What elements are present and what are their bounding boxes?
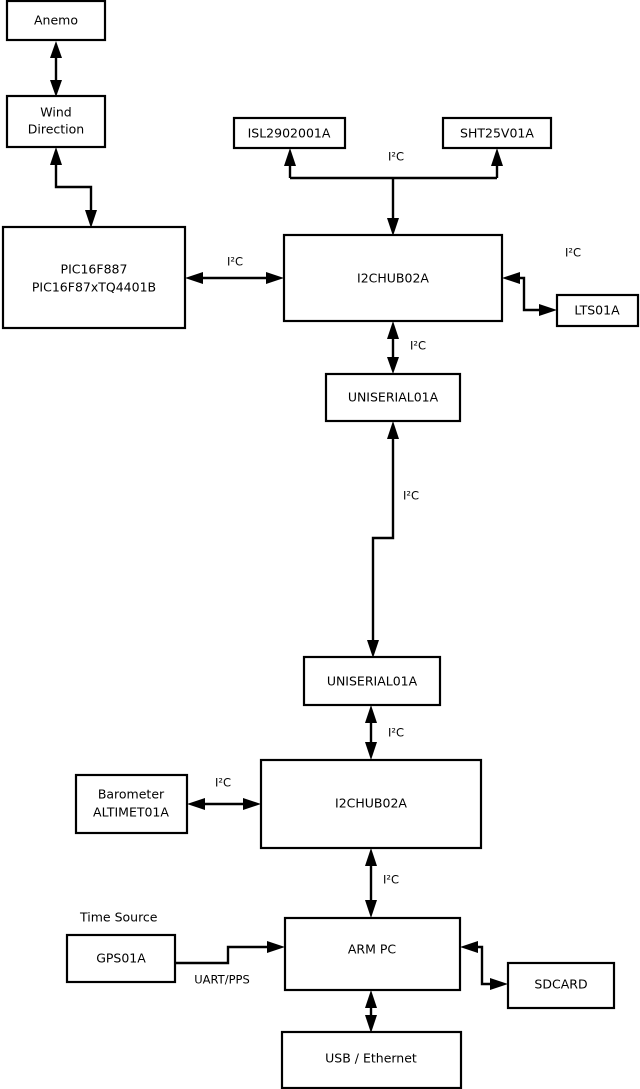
node-label-uniserial01a-bottom: UNISERIAL01A — [327, 674, 418, 689]
node-uniserial01a-top[interactable]: UNISERIAL01A — [324, 372, 462, 423]
node-isl2902001a[interactable]: ISL2902001A — [232, 116, 347, 150]
edge-label-hubbottom-armpc: I²C — [383, 873, 399, 887]
edge-hub-uniserial1: I²C — [387, 321, 426, 374]
node-label-anemo: Anemo — [34, 13, 78, 28]
label-time-source: Time Source — [79, 910, 158, 925]
edge-wind-pic — [50, 147, 97, 228]
edge-hub-lts: I²C — [502, 246, 581, 316]
edge-label-uniserial1-uniserial2: I²C — [403, 489, 419, 503]
arrow-head-right — [490, 978, 508, 990]
arrow-head-right — [539, 304, 557, 316]
edge-armpc-usb — [365, 990, 377, 1033]
node-label-i2chub02a-top: I2CHUB02A — [357, 271, 429, 286]
node-barometer[interactable]: Barometer ALTIMET01A — [74, 773, 189, 835]
edge-hub-sensors: I²C — [284, 148, 503, 236]
node-label-barometer-line1: Barometer — [98, 787, 165, 802]
node-label-pic-line1: PIC16F887 — [61, 262, 128, 277]
arrow-head-up — [365, 990, 377, 1008]
node-label-isl2902001a: ISL2902001A — [248, 126, 331, 141]
node-anemo[interactable]: Anemo — [5, 0, 107, 42]
node-i2chub02a-top[interactable]: I2CHUB02A — [282, 233, 504, 323]
arrow-head-up — [50, 41, 62, 58]
edge-armpc-sdcard — [460, 941, 508, 990]
node-label-sdcard: SDCARD — [534, 977, 587, 992]
node-label-lts01a: LTS01A — [574, 303, 620, 318]
node-label-sht25v01a: SHT25V01A — [460, 126, 534, 141]
arrow-head-down — [85, 210, 97, 228]
edge-anemo-wind — [50, 41, 62, 97]
node-pic-mcu[interactable]: PIC16F887 PIC16F87xTQ4401B — [1, 225, 187, 330]
edge-gps-armpc: UART/PPS — [175, 941, 285, 987]
node-label-usb-ethernet: USB / Ethernet — [325, 1051, 417, 1066]
arrow-head-left — [185, 272, 203, 284]
edge-hubbottom-armpc: I²C — [365, 848, 399, 918]
node-sht25v01a[interactable]: SHT25V01A — [441, 116, 553, 150]
edge-label-uniserial2-hubbottom: I²C — [388, 726, 404, 740]
node-label-i2chub02a-bottom: I2CHUB02A — [335, 796, 407, 811]
node-label-gps01a: GPS01A — [96, 951, 146, 966]
edge-label-pic-hub: I²C — [227, 255, 243, 269]
node-i2chub02a-bottom[interactable]: I2CHUB02A — [259, 758, 483, 850]
arrow-head-down — [387, 357, 399, 374]
edge-uniserial2-hubbottom: I²C — [365, 705, 404, 760]
arrow-head-down — [387, 218, 399, 236]
edge-label-hub-lts: I²C — [565, 246, 581, 260]
arrow-head-left — [460, 941, 478, 953]
arrow-head-up — [491, 148, 503, 166]
node-label-wind-direction-line1: Wind — [40, 105, 71, 120]
arrow-head-up — [50, 147, 62, 165]
node-label-wind-direction-line2: Direction — [28, 122, 84, 137]
edge-label-barometer-hubbottom: I²C — [215, 776, 231, 790]
arrow-head-up — [387, 321, 399, 339]
node-uniserial01a-bottom[interactable]: UNISERIAL01A — [302, 655, 442, 707]
node-label-arm-pc: ARM PC — [348, 942, 397, 957]
arrow-head-right — [266, 272, 284, 284]
arrow-head-right — [243, 798, 261, 810]
node-gps01a[interactable]: GPS01A — [65, 933, 177, 984]
arrow-head-down — [365, 742, 377, 760]
arrow-head-down — [50, 80, 62, 97]
edge-barometer-hubbottom: I²C — [187, 776, 261, 810]
node-sdcard[interactable]: SDCARD — [506, 961, 616, 1010]
node-lts01a[interactable]: LTS01A — [555, 293, 640, 328]
node-label-barometer-line2: ALTIMET01A — [93, 805, 169, 820]
arrow-head-up — [387, 421, 399, 439]
edge-label-hub-uniserial1: I²C — [410, 339, 426, 353]
edge-label-hub-sensors: I²C — [388, 150, 404, 164]
arrow-head-left — [502, 272, 520, 284]
arrow-head-right — [267, 941, 285, 953]
arrow-head-left — [187, 798, 205, 810]
edge-uniserial1-uniserial2: I²C — [367, 421, 419, 658]
node-label-uniserial01a-top: UNISERIAL01A — [348, 390, 439, 405]
arrow-head-down — [367, 640, 379, 658]
node-usb-ethernet[interactable]: USB / Ethernet — [280, 1030, 463, 1089]
node-label-pic-line2: PIC16F87xTQ4401B — [32, 280, 156, 295]
arrow-head-up — [365, 705, 377, 723]
arrow-head-down — [365, 1015, 377, 1033]
arrow-head-down — [365, 900, 377, 918]
edge-label-gps-armpc: UART/PPS — [194, 973, 250, 987]
arrow-head-up — [365, 848, 377, 866]
node-arm-pc[interactable]: ARM PC — [283, 916, 462, 992]
node-wind-direction[interactable]: Wind Direction — [5, 94, 107, 149]
arrow-head-up — [284, 148, 296, 166]
edge-pic-hub: I²C — [185, 255, 284, 284]
